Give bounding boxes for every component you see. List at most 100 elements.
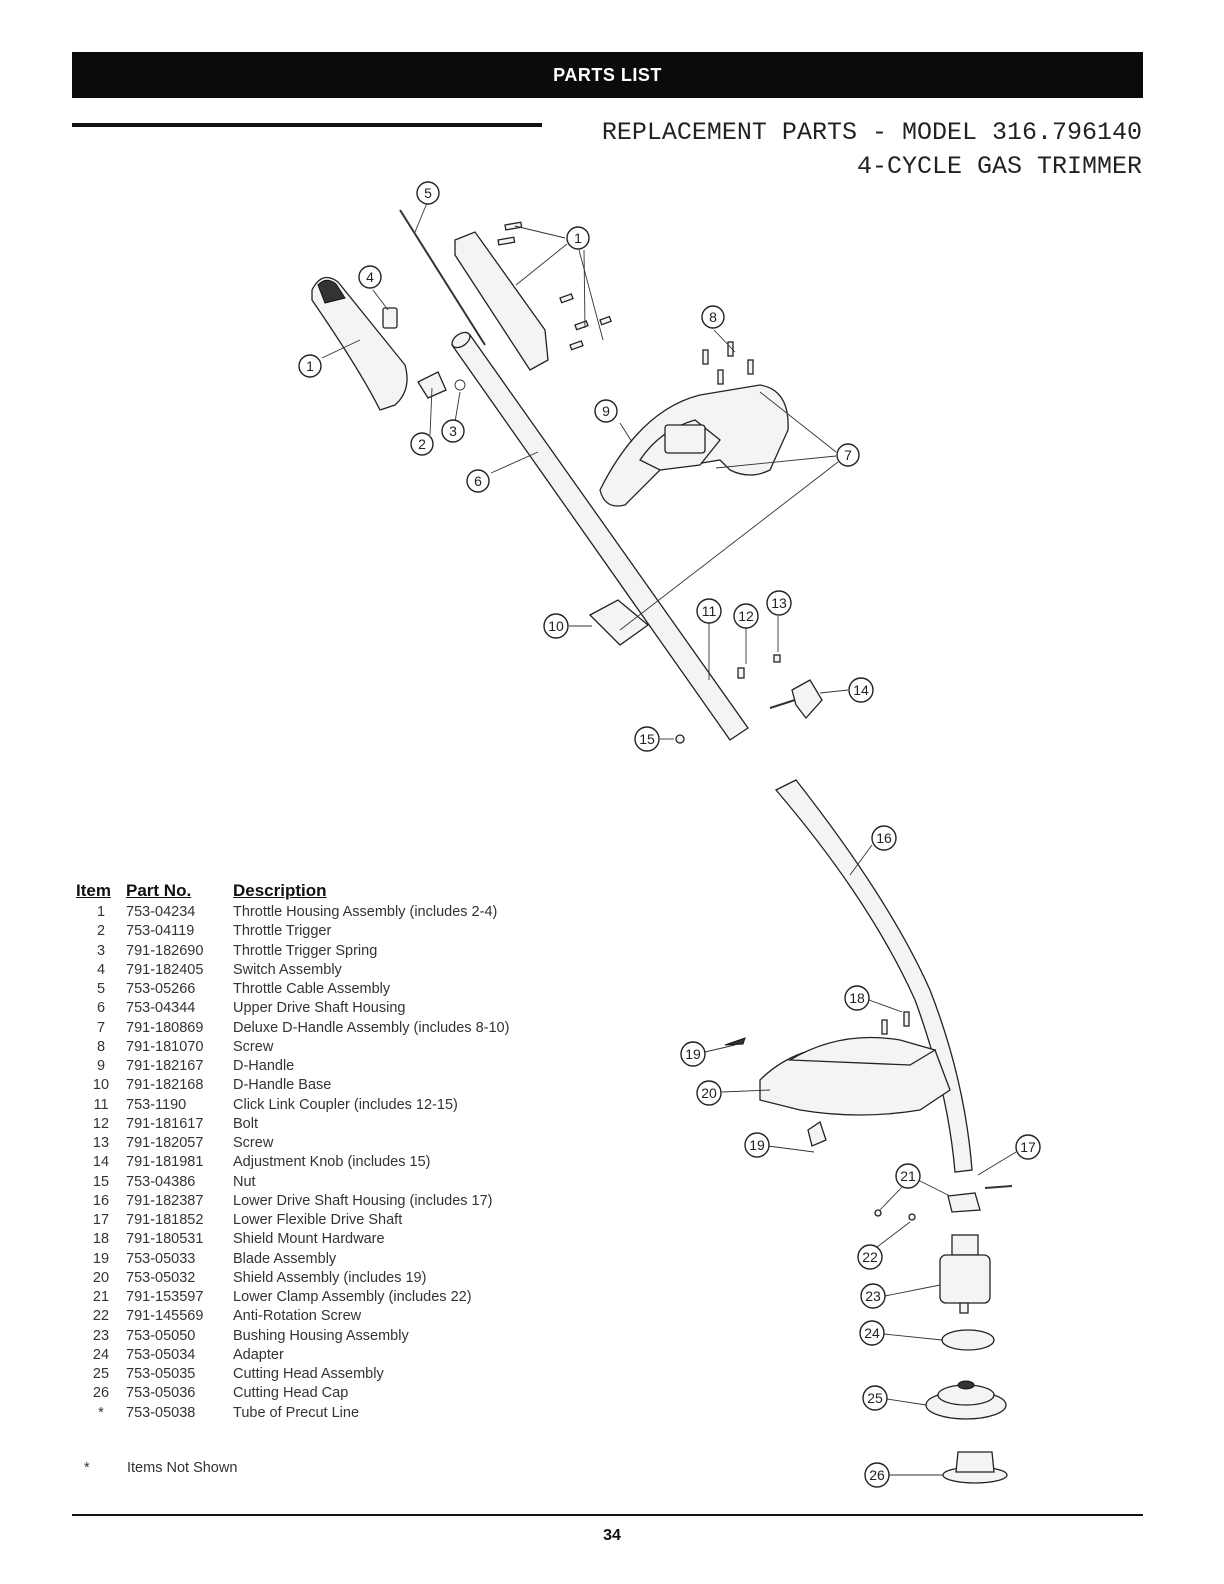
row-item: 15 bbox=[92, 1173, 110, 1190]
row-description: Cutting Head Assembly bbox=[233, 1366, 384, 1382]
d-handle-screws bbox=[702, 341, 754, 385]
row-item: 6 bbox=[96, 1000, 106, 1017]
row-item: 12 bbox=[92, 1115, 110, 1132]
callout-3-label: 3 bbox=[449, 423, 457, 439]
row-description: Cutting Head Cap bbox=[233, 1385, 349, 1402]
row-part-no: 791-182690 bbox=[126, 942, 204, 959]
row-description: Throttle Cable Assembly bbox=[233, 981, 391, 997]
row-item: 3 bbox=[96, 942, 106, 959]
callout-11-label: 11 bbox=[702, 603, 717, 619]
callout-15-label: 15 bbox=[639, 731, 655, 747]
screw-part bbox=[773, 654, 781, 663]
row-item: 1 bbox=[96, 904, 106, 920]
row-description: Shield Mount Hardware bbox=[233, 1231, 385, 1248]
row-description: Bolt bbox=[233, 1115, 258, 1132]
row-description: Anti-Rotation Screw bbox=[233, 1308, 362, 1325]
row-part-no: 753-05034 bbox=[126, 1346, 196, 1363]
shield-hardware bbox=[881, 1019, 888, 1035]
callout-1b: 1 bbox=[298, 354, 322, 378]
callout-7-label: 7 bbox=[844, 447, 852, 463]
row-part-no: 753-1190 bbox=[126, 1096, 187, 1113]
callout-6-label: 6 bbox=[474, 473, 482, 489]
row-item: 8 bbox=[96, 1038, 106, 1055]
row-part-no: 753-04234 bbox=[126, 904, 196, 920]
nut-part bbox=[675, 734, 685, 744]
row-description: Lower Drive Shaft Housing (includes 17) bbox=[233, 1192, 493, 1209]
row-item: 14 bbox=[92, 1154, 110, 1171]
callout-23-label: 23 bbox=[865, 1288, 881, 1304]
callout-19b-label: 19 bbox=[749, 1137, 765, 1153]
row-item: 7 bbox=[96, 1019, 106, 1036]
row-description: Shield Assembly (includes 19) bbox=[233, 1269, 427, 1286]
blade-1 bbox=[724, 1037, 746, 1046]
table-row: 18 791-180531 Shield Mount Hardware bbox=[76, 1230, 556, 1249]
callout-2-label: 2 bbox=[418, 436, 426, 452]
callout-9: 9 bbox=[594, 399, 618, 423]
shield-hardware-2 bbox=[903, 1011, 910, 1027]
replacement-parts-title: REPLACEMENT PARTS - MODEL 316.796140 bbox=[601, 118, 1142, 147]
row-part-no: 753-05050 bbox=[126, 1327, 196, 1344]
row-part-no: 791-182168 bbox=[126, 1077, 204, 1094]
row-description: Nut bbox=[233, 1173, 256, 1190]
callout-9-label: 9 bbox=[602, 403, 610, 419]
row-item: 10 bbox=[92, 1077, 110, 1094]
cutting-head bbox=[925, 1380, 1007, 1420]
row-description: Screw bbox=[233, 1135, 274, 1151]
callout-11: 11 bbox=[696, 598, 722, 624]
row-part-no: 753-05033 bbox=[126, 1250, 196, 1267]
callout-14: 14 bbox=[848, 677, 874, 703]
row-description: Adjustment Knob (includes 15) bbox=[233, 1154, 431, 1171]
callout-19a-label: 19 bbox=[685, 1046, 701, 1062]
callout-8: 8 bbox=[701, 305, 725, 329]
callout-6: 6 bbox=[466, 469, 490, 493]
footnote-text: Items Not Shown bbox=[127, 1460, 238, 1476]
top-rule bbox=[72, 123, 542, 127]
bolt-part bbox=[737, 667, 745, 679]
table-row: 12 791-181617 Bolt bbox=[76, 1115, 556, 1134]
callout-24-label: 24 bbox=[864, 1325, 880, 1341]
d-handle-part bbox=[599, 384, 789, 507]
callout-10-label: 10 bbox=[548, 618, 564, 634]
row-description: Adapter bbox=[233, 1346, 284, 1363]
callout-18: 18 bbox=[844, 985, 870, 1011]
callout-14-label: 14 bbox=[853, 682, 869, 698]
row-part-no: 791-182387 bbox=[126, 1192, 204, 1209]
callout-12-label: 12 bbox=[738, 608, 754, 624]
row-item: 25 bbox=[92, 1366, 110, 1382]
callout-4-label: 4 bbox=[366, 269, 374, 285]
page-number: 34 bbox=[603, 1527, 621, 1544]
callout-5: 5 bbox=[416, 181, 440, 205]
row-description: Throttle Housing Assembly (includes 2-4) bbox=[233, 904, 498, 920]
row-description: Lower Flexible Drive Shaft bbox=[233, 1212, 403, 1228]
row-item: 18 bbox=[92, 1231, 110, 1248]
callout-2: 2 bbox=[410, 432, 434, 456]
lower-clamp bbox=[874, 1185, 1013, 1221]
row-part-no: 753-05032 bbox=[126, 1269, 196, 1286]
row-description: Click Link Coupler (includes 12-15) bbox=[233, 1096, 458, 1113]
row-item: 9 bbox=[96, 1058, 106, 1074]
bushing-housing bbox=[939, 1234, 991, 1314]
row-part-no: 791-180531 bbox=[126, 1231, 204, 1248]
row-item: 4 bbox=[96, 961, 106, 978]
row-part-no: 791-181852 bbox=[126, 1212, 204, 1228]
table-row: 1 753-04234 Throttle Housing Assembly (inc… bbox=[76, 903, 556, 922]
callout-1b-label: 1 bbox=[306, 358, 314, 374]
throttle-cable bbox=[399, 209, 486, 346]
row-part-no: 791-181617 bbox=[126, 1115, 204, 1132]
callout-1a: 1 bbox=[566, 226, 590, 250]
row-item: 16 bbox=[92, 1192, 110, 1209]
row-description: D-Handle bbox=[233, 1058, 295, 1074]
